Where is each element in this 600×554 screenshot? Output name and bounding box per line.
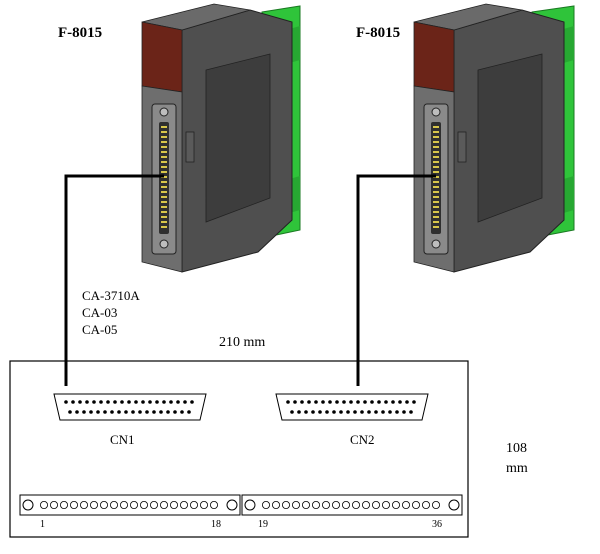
module-1-screw-top [159, 107, 169, 117]
module-2-screw-top [431, 107, 441, 117]
cn2-pins [286, 400, 416, 414]
connector-cn2 [275, 393, 429, 421]
board-height-unit: mm [506, 461, 528, 476]
terminal-block-1-screws [40, 500, 218, 509]
cable-model-1: CA-3710A [82, 288, 140, 303]
terminal-block-2-start: 19 [258, 519, 268, 530]
terminal-block-1 [19, 494, 241, 516]
cable-1 [64, 174, 164, 386]
module-1-label: F-8015 [58, 25, 102, 41]
terminal-block-1-end: 18 [211, 519, 221, 530]
module-2-latch [457, 131, 467, 163]
cable-model-2: CA-03 [82, 305, 117, 320]
cn1-pins [64, 400, 194, 414]
connector-cn1 [53, 393, 207, 421]
module-1-side-panel [205, 53, 271, 223]
terminal-block-1-start: 1 [40, 519, 45, 530]
module-2 [413, 3, 575, 273]
module-2-side-panel [477, 53, 543, 223]
terminal-block-2-end: 36 [432, 519, 442, 530]
terminal-block-2-screws [261, 500, 440, 509]
cn2-label: CN2 [350, 432, 375, 447]
module-2-screw-bottom [431, 239, 441, 249]
board-width-label: 210 mm [219, 335, 265, 350]
module-2-label: F-8015 [356, 25, 400, 41]
cn1-label: CN1 [110, 432, 135, 447]
module-1-screw-bottom [159, 239, 169, 249]
module-1-front-top [141, 21, 183, 93]
cable-2 [356, 174, 436, 386]
module-1-latch [185, 131, 195, 163]
module-2-front-top [413, 21, 455, 93]
board-height-value: 108 [506, 441, 527, 456]
module-1 [141, 3, 301, 273]
cable-model-3: CA-05 [82, 322, 117, 337]
terminal-block-2 [241, 494, 463, 516]
